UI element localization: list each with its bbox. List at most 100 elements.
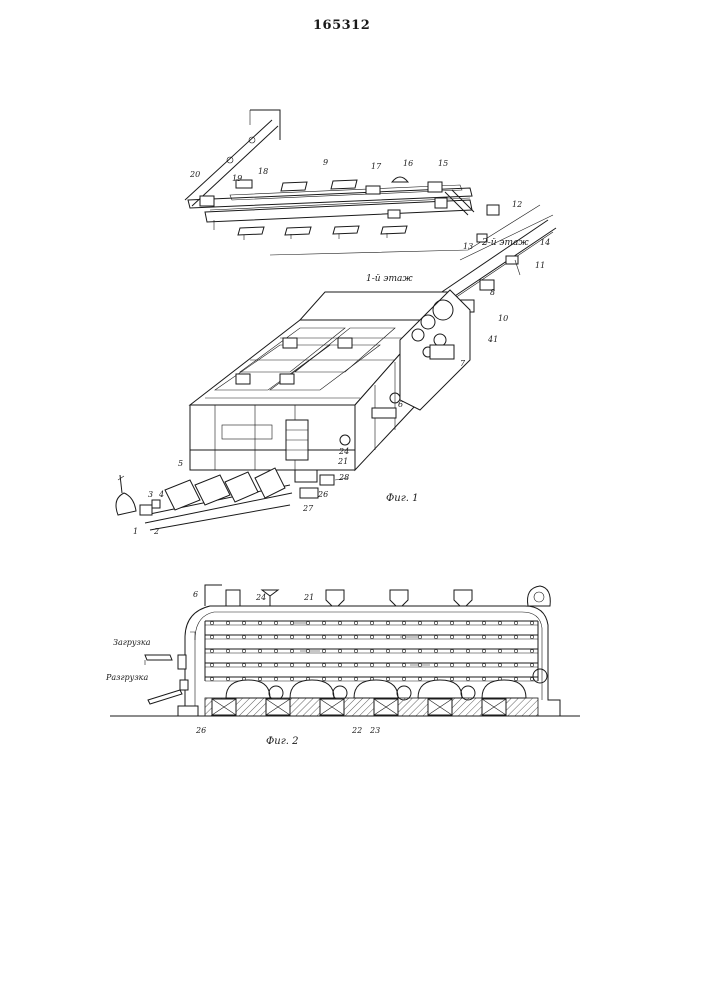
roller xyxy=(210,621,213,624)
roller xyxy=(210,649,213,652)
label-2: 2 xyxy=(153,527,159,536)
roller xyxy=(498,649,501,652)
roller xyxy=(466,621,469,624)
roller xyxy=(402,621,405,624)
roller xyxy=(530,635,533,638)
roller xyxy=(338,621,341,624)
label-4: 4 xyxy=(158,490,164,499)
roller xyxy=(242,663,245,666)
roller xyxy=(418,635,421,638)
roller xyxy=(322,649,325,652)
roller xyxy=(434,649,437,652)
roller xyxy=(402,649,405,652)
roller xyxy=(274,677,277,680)
roller xyxy=(354,663,357,666)
roller xyxy=(226,635,229,638)
label-19: 19 xyxy=(232,174,242,183)
fig2-label-6: 6 xyxy=(193,590,198,599)
label-1: 1 xyxy=(133,527,138,536)
roller xyxy=(370,635,373,638)
figure-1: 20 19 18 9 17 16 15 12 13 14 11 8 10 41 … xyxy=(116,110,556,536)
label-26: 26 xyxy=(317,490,328,499)
roller xyxy=(274,635,277,638)
roller xyxy=(482,621,485,624)
roller xyxy=(338,635,341,638)
roller xyxy=(450,663,453,666)
label-13: 13 xyxy=(463,242,473,251)
roller xyxy=(450,649,453,652)
roller xyxy=(338,663,341,666)
roller xyxy=(306,663,309,666)
label-11: 11 xyxy=(535,261,545,270)
roller xyxy=(258,635,261,638)
roller xyxy=(514,649,517,652)
roller xyxy=(370,621,373,624)
roller xyxy=(258,663,261,666)
roller xyxy=(386,649,389,652)
roller xyxy=(274,649,277,652)
roller xyxy=(450,635,453,638)
roller xyxy=(386,621,389,624)
roller xyxy=(450,621,453,624)
figure-2-caption: Фиг. 2 xyxy=(266,736,299,747)
roller-chains xyxy=(210,621,533,680)
roller xyxy=(274,621,277,624)
roller xyxy=(290,649,293,652)
lower-conveyor xyxy=(116,468,348,530)
roller xyxy=(370,663,373,666)
roller xyxy=(434,663,437,666)
roller xyxy=(338,649,341,652)
roller xyxy=(482,677,485,680)
label-27: 27 xyxy=(302,504,314,513)
roller xyxy=(466,663,469,666)
roller xyxy=(370,649,373,652)
roller xyxy=(306,635,309,638)
dryer-body xyxy=(190,290,470,470)
roller xyxy=(258,621,261,624)
label-3: 3 xyxy=(148,490,153,499)
roller xyxy=(482,649,485,652)
roller xyxy=(498,621,501,624)
floor-1-label: 1-й этаж xyxy=(366,274,413,284)
roller xyxy=(466,649,469,652)
roller xyxy=(466,635,469,638)
label-16: 16 xyxy=(403,159,413,168)
roller xyxy=(242,635,245,638)
label-14: 14 xyxy=(540,238,550,247)
roller xyxy=(258,677,261,680)
roller xyxy=(386,663,389,666)
roller xyxy=(402,635,405,638)
floor-2-label: 2-й этаж xyxy=(481,238,529,248)
roller xyxy=(354,649,357,652)
roller xyxy=(386,677,389,680)
label-41: 41 xyxy=(487,335,498,344)
label-28: 28 xyxy=(338,473,349,482)
roller xyxy=(418,677,421,680)
roller xyxy=(514,677,517,680)
roller xyxy=(418,663,421,666)
roller xyxy=(306,621,309,624)
roller xyxy=(514,635,517,638)
load-label: Загрузка xyxy=(113,638,151,647)
roller xyxy=(434,621,437,624)
roller xyxy=(498,635,501,638)
roller xyxy=(322,635,325,638)
roller xyxy=(402,663,405,666)
fig2-label-24: 24 xyxy=(255,593,266,602)
roller xyxy=(482,663,485,666)
roller xyxy=(418,649,421,652)
label-15: 15 xyxy=(438,159,448,168)
roller xyxy=(322,621,325,624)
fig2-label-26: 26 xyxy=(195,726,206,735)
roller xyxy=(530,621,533,624)
roller xyxy=(450,677,453,680)
label-6: 6 xyxy=(398,400,403,409)
roller xyxy=(210,635,213,638)
roller xyxy=(418,621,421,624)
roller xyxy=(354,677,357,680)
roller xyxy=(258,649,261,652)
figure-2: 6 24 21 26 22 23 Загрузка Разгрузка Фиг.… xyxy=(105,585,580,747)
roller xyxy=(242,621,245,624)
heater-boxes xyxy=(205,698,538,716)
